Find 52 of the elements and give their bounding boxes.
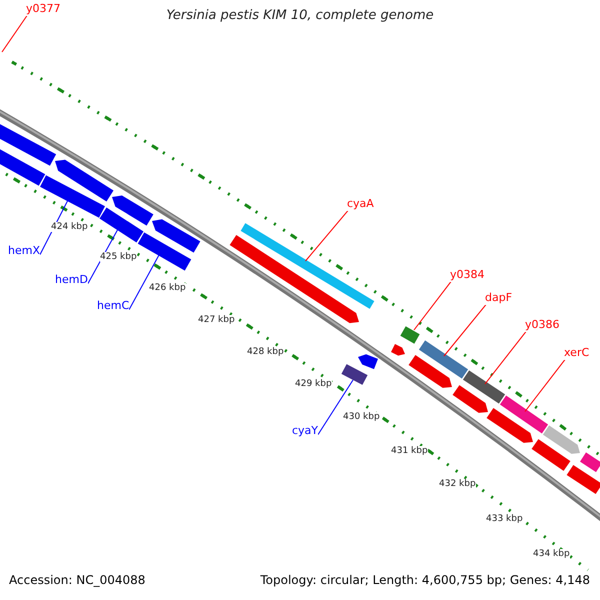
- scale-label: 434 kbp: [533, 549, 570, 560]
- gene-bar: [240, 223, 374, 309]
- gene-feature: [152, 219, 200, 253]
- gene-bar: [462, 370, 506, 404]
- gene-label: hemD: [55, 274, 88, 287]
- gene-bar: [418, 340, 468, 379]
- gene-bar: [532, 439, 570, 471]
- gene-bar: [580, 452, 600, 472]
- gene-label: cyaA: [347, 198, 374, 211]
- gene-feature: [486, 408, 533, 443]
- gene-feature: [391, 344, 405, 356]
- leader-line: [524, 359, 566, 412]
- leader-line: [444, 304, 486, 356]
- genome-summary-text: Topology: circular; Length: 4,600,755 bp; Genes: 4,148: [260, 574, 590, 588]
- gene-label: hemX: [8, 245, 40, 258]
- gene-bar: [100, 208, 144, 242]
- gene-bar: [138, 232, 192, 271]
- scale-label: 426 kbp: [149, 283, 186, 294]
- gene-label: dapF: [485, 292, 512, 305]
- leader-line: [128, 254, 160, 310]
- gene-label: y0384: [450, 269, 485, 282]
- gene-bar: [500, 396, 548, 434]
- scale-label: 425 kbp: [100, 252, 137, 262]
- gene-feature: [55, 160, 114, 202]
- gene-label: xerC: [564, 347, 590, 360]
- gene-feature: [542, 425, 580, 454]
- scale-label: 432 kbp: [439, 479, 476, 490]
- leader-line: [318, 380, 354, 436]
- gene-bar: [341, 364, 368, 385]
- scale-label: 427 kbp: [198, 315, 235, 326]
- gene-feature: [408, 355, 452, 388]
- scale-label: 429 kbp: [295, 379, 332, 390]
- gene-bar: [566, 465, 600, 494]
- leader-line: [2, 15, 28, 52]
- gene-bar: [400, 326, 420, 344]
- leader-line: [305, 210, 348, 262]
- accession-text: Accession: NC_004088: [9, 574, 146, 588]
- scale-label: 428 kbp: [247, 347, 284, 358]
- gene-feature: [358, 354, 378, 370]
- scale-label: 424 kbp: [51, 222, 88, 232]
- gene-feature: [452, 385, 488, 413]
- gene-bar: [40, 175, 105, 218]
- scale-label: 430 kbp: [343, 412, 380, 422]
- gene-feature: [112, 196, 154, 226]
- gene-label: cyaY: [292, 425, 318, 438]
- gene-label: y0386: [525, 319, 560, 332]
- scale-label: 433 kbp: [486, 514, 523, 524]
- scale-label: 431 kbp: [391, 446, 428, 456]
- gene-label: y0377: [26, 3, 61, 16]
- leader-line: [414, 281, 452, 330]
- leader-line: [484, 331, 526, 384]
- gene-feature: [0, 123, 56, 166]
